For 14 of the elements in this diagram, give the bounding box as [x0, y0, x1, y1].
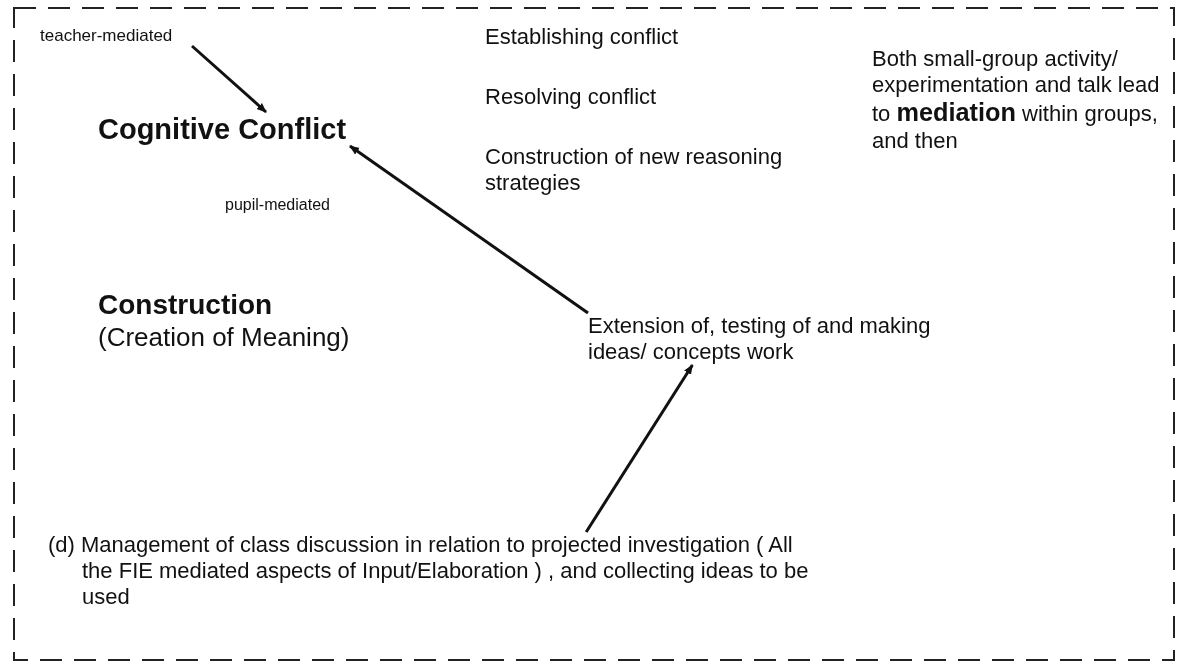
- edge-label: pupil-mediated: [225, 196, 330, 215]
- section-heading: Construction: [98, 288, 274, 322]
- note-text: Resolving conflict: [485, 84, 658, 110]
- arrow: [349, 144, 589, 315]
- note-text: Construction of new reasoning strategies: [485, 144, 784, 196]
- process-text: Extension of, testing of and making ideas/ concepts work: [588, 313, 948, 365]
- note-text: Both small-group activity/ experimentation and talk lead to mediation within groups, and then: [872, 46, 1161, 154]
- arrow: [584, 364, 694, 533]
- arrow: [191, 44, 267, 114]
- concept-heading: Cognitive Conflict: [98, 112, 378, 147]
- note-text: (Creation of Meaning): [98, 322, 351, 353]
- process-text: (d) Management of class discussion in relation to projected investigation ( All the FIE mediated aspects of Input/Elaboration ) , and collecting ideas to be used: [48, 532, 828, 610]
- note-text: Establishing conflict: [485, 24, 680, 50]
- annotation-text: teacher-mediated: [40, 26, 200, 47]
